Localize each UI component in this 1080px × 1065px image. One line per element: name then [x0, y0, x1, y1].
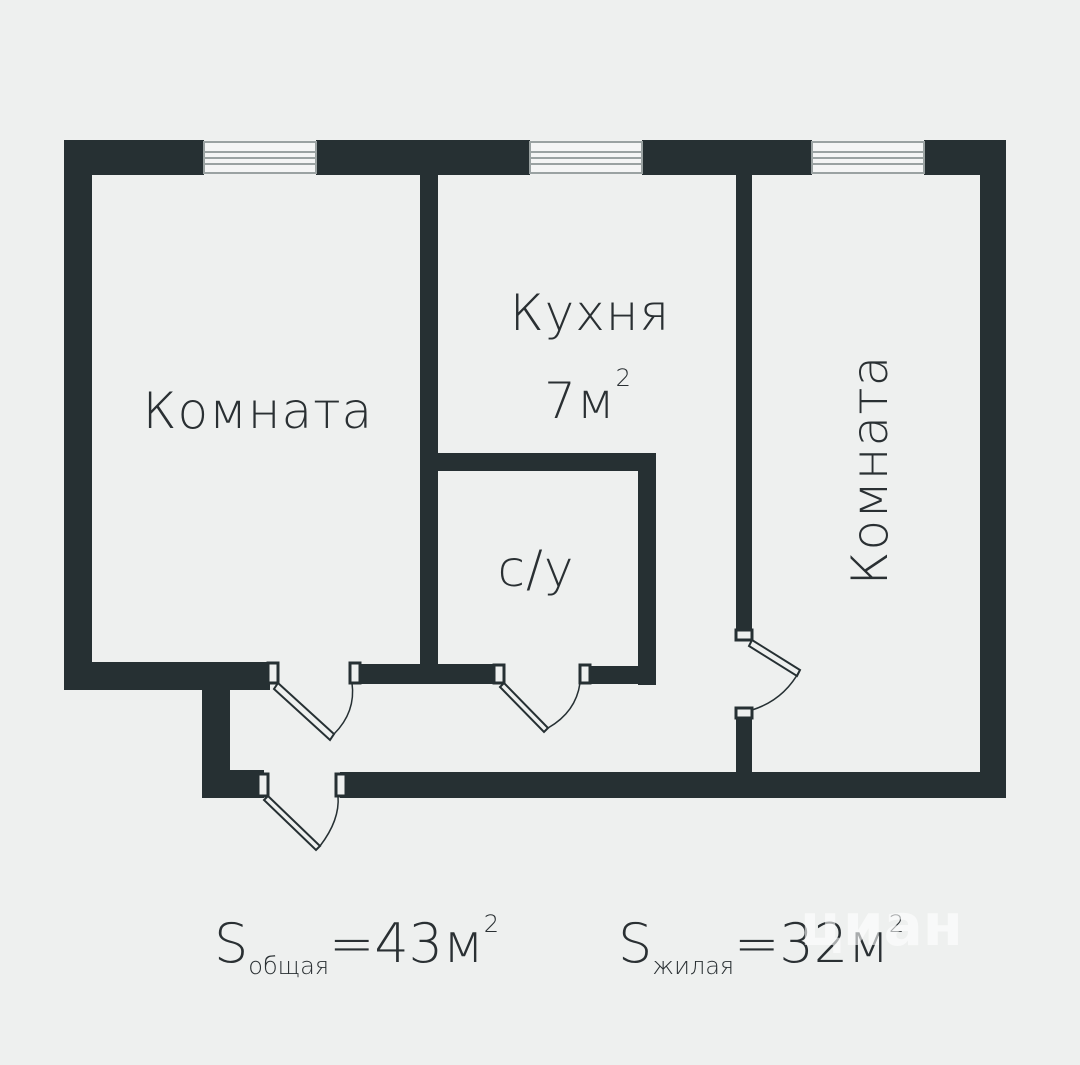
- window-right: [811, 141, 925, 174]
- doors: [262, 638, 802, 852]
- window-middle: [529, 141, 643, 174]
- wall-bath-bottom-right: [584, 666, 656, 684]
- door-frame-left-b: [348, 661, 362, 685]
- wall-top-3: [642, 140, 812, 175]
- living-area-subscript: жилая: [652, 952, 734, 980]
- wall-left-bottom: [64, 662, 270, 690]
- door-frame-left-a: [266, 661, 280, 685]
- kitchen-area: 7м2: [544, 364, 632, 430]
- walls: [64, 140, 1006, 798]
- wall-partition-1: [420, 175, 438, 680]
- total-area-subscript: общая: [248, 952, 329, 980]
- door-frame-bath-a: [492, 663, 506, 685]
- door-frame-right-a: [734, 628, 754, 642]
- wall-partition-2a: [736, 175, 752, 637]
- wall-top-2: [316, 140, 530, 175]
- living-area-value: =32м: [734, 912, 889, 975]
- door-frames: [256, 628, 754, 798]
- kitchen-area-value: 7м: [544, 372, 616, 430]
- door-bathroom-arc: [547, 682, 581, 729]
- wall-bottom-main: [340, 772, 1006, 798]
- living-area: Sжилая=32м2: [618, 910, 904, 980]
- door-right-room-arc: [751, 669, 801, 711]
- door-frame-entry-a: [256, 772, 270, 798]
- living-area-sup: 2: [889, 910, 904, 938]
- door-left-room: [272, 681, 336, 742]
- door-left-room-arc: [333, 682, 354, 735]
- wall-left-outer: [64, 140, 92, 690]
- kitchen-area-sup: 2: [616, 364, 632, 392]
- door-entrance-arc: [319, 795, 339, 847]
- living-area-symbol: S: [618, 912, 652, 975]
- room-left-label: Комната: [143, 382, 373, 440]
- door-frame-entry-b: [334, 772, 348, 798]
- total-area: Sобщая=43м2: [214, 910, 499, 980]
- wall-bath-top: [430, 453, 656, 471]
- bathroom-label: с/у: [498, 540, 575, 598]
- watermark: циан: [800, 891, 963, 959]
- door-entrance: [262, 794, 322, 852]
- wall-bath-right: [638, 453, 656, 685]
- door-frame-bath-b: [578, 663, 592, 685]
- total-area-sup: 2: [484, 910, 499, 938]
- windows: [203, 141, 925, 174]
- door-bathroom: [498, 681, 550, 734]
- wall-corridor-bottom-left: [202, 770, 264, 798]
- kitchen-label: Кухня: [510, 284, 670, 342]
- total-area-value: =43м: [329, 912, 484, 975]
- total-area-symbol: S: [214, 912, 248, 975]
- door-frame-right-b: [734, 706, 754, 720]
- window-left: [203, 141, 317, 174]
- wall-partition-2b: [736, 712, 752, 782]
- room-right-label: Комната: [841, 355, 899, 585]
- wall-right-outer: [980, 140, 1006, 798]
